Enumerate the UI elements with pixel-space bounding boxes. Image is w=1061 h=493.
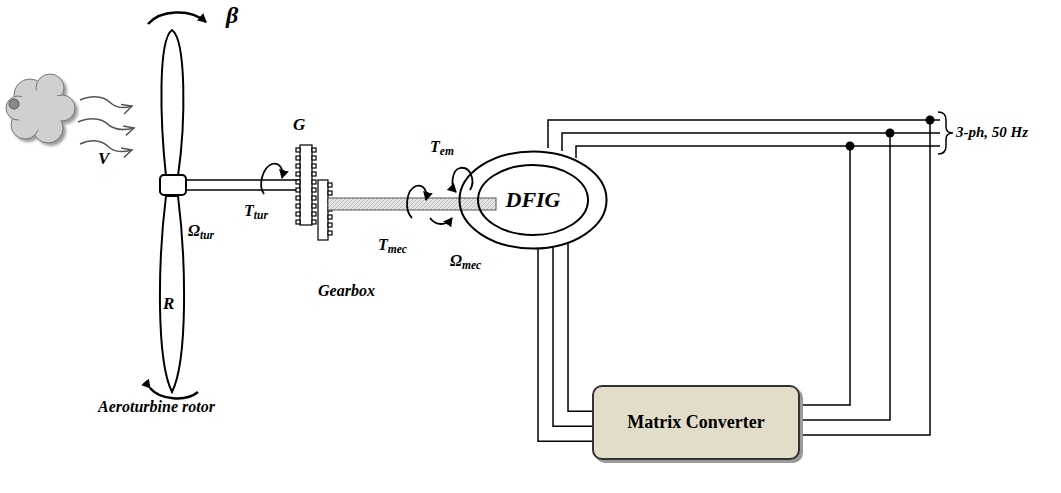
gear-ratio: G xyxy=(293,116,305,135)
pitch-angle: β xyxy=(226,2,238,28)
rotor-wires xyxy=(538,243,592,441)
torque-label: Ttur xyxy=(244,202,268,222)
part-name: Aeroturbine rotor xyxy=(98,398,215,416)
speed-label: Ωtur xyxy=(188,222,214,242)
gear-tooth xyxy=(312,220,316,224)
cloud xyxy=(6,74,78,146)
gear-tooth xyxy=(296,204,300,208)
gear-tooth xyxy=(328,223,332,227)
bracket xyxy=(938,112,953,154)
blades xyxy=(160,30,184,392)
gear-tooth xyxy=(312,148,316,152)
gear-tooth xyxy=(312,204,316,208)
speed-label: Ωmec xyxy=(450,252,481,272)
gear-tooth xyxy=(312,180,316,184)
part-name: Gearbox xyxy=(318,282,375,300)
wind-arrows xyxy=(78,97,134,152)
torque-arrow xyxy=(407,186,426,218)
gear-tooth xyxy=(296,172,300,176)
torque-label: Tem xyxy=(430,138,454,158)
gearbox xyxy=(296,145,332,240)
node-label: DFIG xyxy=(506,187,561,213)
gear-tooth xyxy=(312,196,316,200)
rotation-arrow xyxy=(150,388,198,398)
gear-tooth xyxy=(312,156,316,160)
node-label: Matrix Converter xyxy=(627,412,764,433)
gear-tooth xyxy=(296,164,300,168)
wind-speed: V xyxy=(98,150,109,169)
junction-dots xyxy=(846,116,935,151)
gear-tooth xyxy=(296,196,300,200)
generator-ring: DFIG xyxy=(458,150,608,250)
converter-box: Matrix Converter xyxy=(592,385,800,460)
torque-label: Tmec xyxy=(378,236,407,256)
gear-tooth xyxy=(328,215,332,219)
pitch-arrow xyxy=(148,12,206,24)
gear-tooth xyxy=(312,164,316,168)
gear-tooth xyxy=(328,231,332,235)
hub xyxy=(160,175,186,195)
gear-tooth xyxy=(296,212,300,216)
gear-tooth xyxy=(312,212,316,216)
turbine-shaft xyxy=(184,180,300,190)
gear-tooth xyxy=(328,191,332,195)
gear-tooth xyxy=(296,156,300,160)
radius-label: R xyxy=(163,295,174,314)
gear-tooth xyxy=(312,172,316,176)
gear-tooth xyxy=(328,183,332,187)
gear-tooth xyxy=(296,220,300,224)
gear-tooth xyxy=(296,188,300,192)
gear-tooth xyxy=(296,148,300,152)
grid-label: 3-ph, 50 Hz xyxy=(956,124,1028,141)
generator-shaft xyxy=(328,198,496,210)
gear-tooth xyxy=(296,180,300,184)
gear-tooth xyxy=(312,188,316,192)
speed-arrow xyxy=(430,218,452,224)
torque-arrow xyxy=(261,164,282,194)
